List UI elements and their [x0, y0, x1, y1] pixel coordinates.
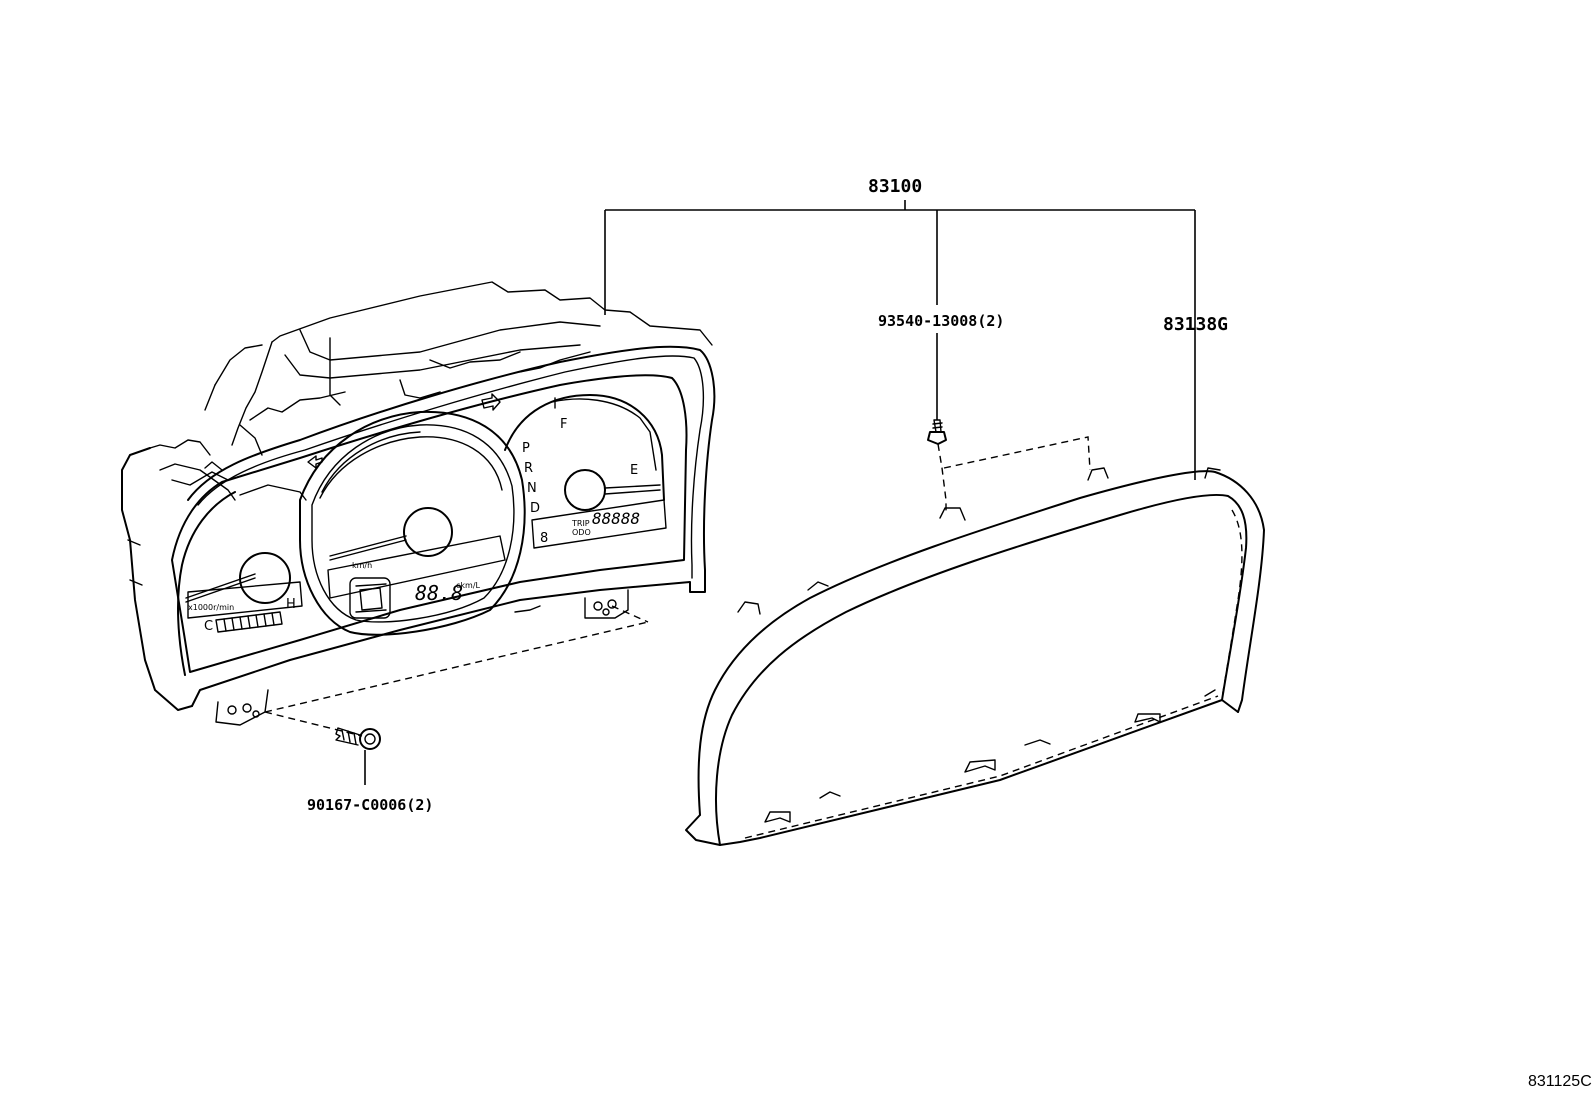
fuel-full-label: F [560, 417, 567, 432]
speed-unit-label: km/h [352, 561, 372, 570]
callout-83100: 83100 [868, 176, 922, 197]
lcd-fuel-economy-value: 88.8 [415, 581, 463, 605]
combination-meter-assembly: x1000r/min C H km/h 88.8 ckm/L [121, 281, 716, 726]
tachometer-gauge: x1000r/min C H [177, 484, 307, 676]
temp-hot-label: H [286, 597, 296, 612]
mounting-tabs [215, 589, 629, 726]
callout-leaders [364, 200, 1196, 785]
lower-screw [335, 727, 381, 750]
odo-label: ODO [572, 528, 591, 537]
odometer-value: 88888 [592, 509, 640, 528]
meter-lens [685, 467, 1265, 846]
alignment-dashes [264, 436, 1091, 737]
temp-cold-label: C [204, 619, 213, 634]
fuel-gauge: F E P R N D 8 TRIP ODO 88888 [307, 393, 667, 549]
upper-screw [927, 419, 947, 445]
tachometer-unit-label: x1000r/min [188, 603, 234, 612]
shift-r-label: R [524, 461, 533, 476]
gear-digit: 8 [540, 531, 548, 546]
shift-d-label: D [530, 501, 540, 516]
callout-90167-c0006: 90167-C0006(2) [307, 796, 433, 814]
shift-p-label: P [522, 441, 530, 456]
fuel-empty-label: E [630, 463, 638, 478]
lcd-fuel-economy-unit: ckm/L [456, 581, 481, 590]
speedometer-gauge: km/h 88.8 ckm/L [299, 410, 526, 636]
callout-83138g: 83138G [1163, 314, 1228, 335]
shift-n-label: N [527, 481, 537, 496]
callout-93540-13008: 93540-13008(2) [878, 312, 1004, 330]
trip-label: TRIP [571, 519, 590, 528]
illustration-code: 831125C [1528, 1073, 1592, 1090]
